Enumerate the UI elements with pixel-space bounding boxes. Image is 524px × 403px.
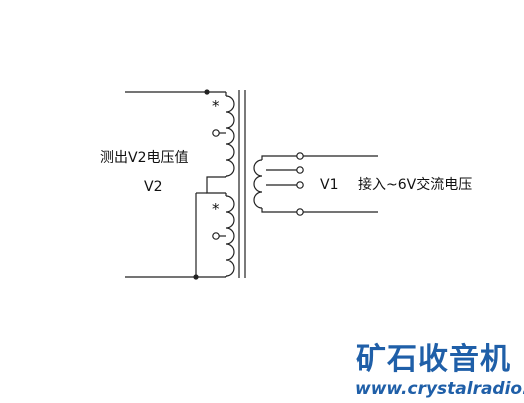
upper-secondary-winding [225, 92, 235, 177]
lower-secondary-winding [225, 193, 235, 277]
measure-v2-label: 测出V2电压值 [100, 150, 188, 166]
v2-label: V2 [144, 179, 162, 195]
primary-terminal-1 [296, 152, 304, 160]
primary-winding [253, 159, 263, 209]
lower-dot-marker: * [212, 200, 220, 218]
v1-label: V1 [320, 177, 338, 193]
top-junction-dot [204, 89, 210, 95]
upper-dot-marker: * [212, 97, 220, 115]
primary-top-lead [261, 155, 297, 160]
primary-terminal-3 [296, 181, 304, 189]
brand-logo-text: 矿石收音机 [356, 342, 511, 377]
upper-tap-terminal [212, 129, 220, 137]
lower-tap-terminal [212, 232, 220, 240]
primary-terminal-4 [296, 208, 304, 216]
primary-terminal-2 [296, 166, 304, 174]
brand-url: www.crystalradio.cn [355, 379, 524, 399]
input-voltage-label: 接入~6V交流电压 [358, 176, 472, 193]
primary-bottom-lead [261, 208, 297, 213]
series-link-wire [206, 176, 226, 194]
